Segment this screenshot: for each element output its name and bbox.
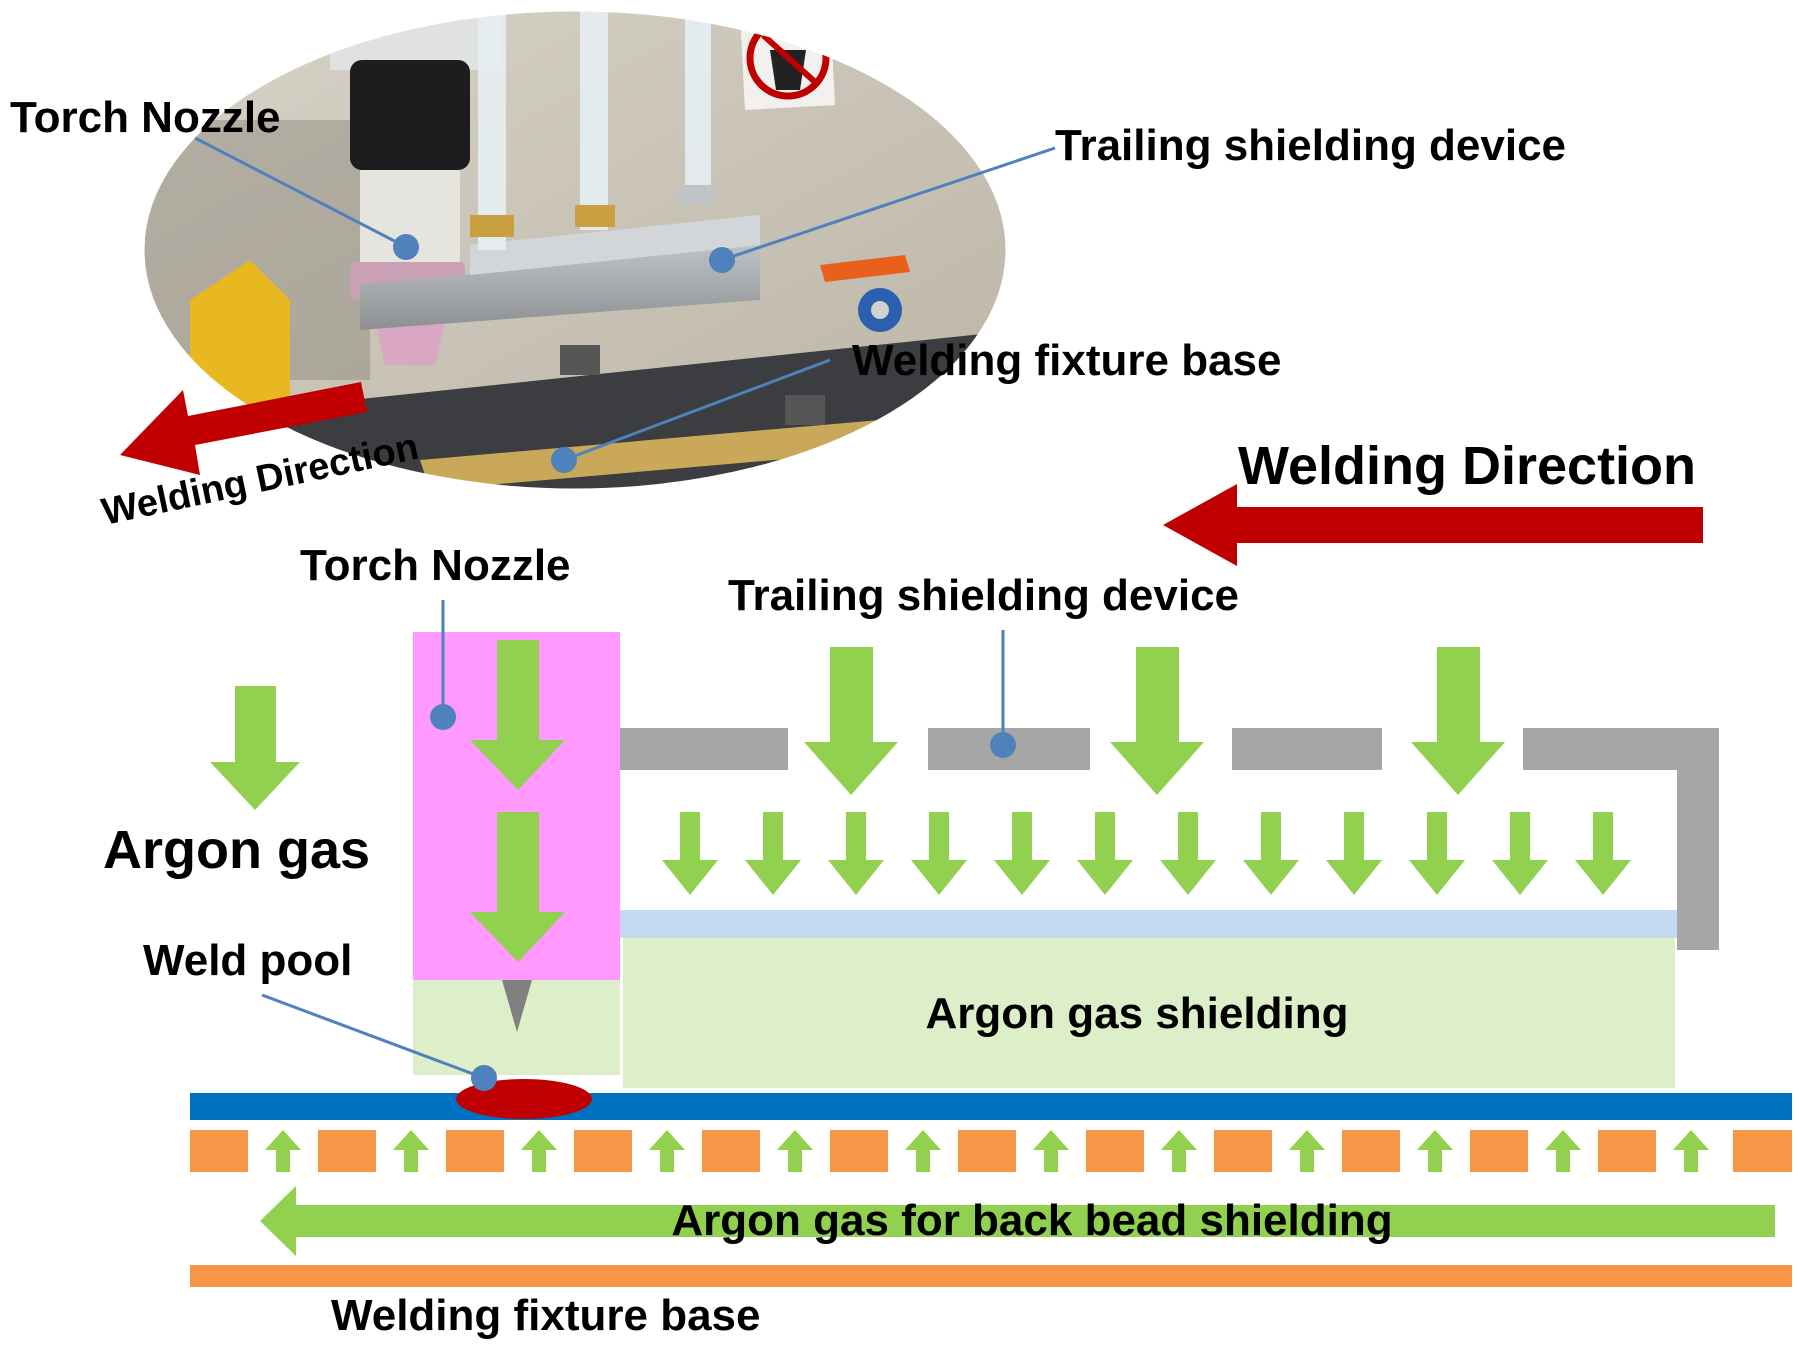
photo-illustration — [143, 10, 1007, 490]
weld-pool-dot — [471, 1065, 497, 1091]
fixture-block — [190, 1130, 248, 1172]
photo-torch-nozzle-label: Torch Nozzle — [10, 93, 281, 142]
argon-arrow — [1492, 812, 1548, 895]
fixture-row — [190, 1130, 1792, 1172]
argon-arrow — [1575, 812, 1631, 895]
back-argon-arrow — [265, 1130, 301, 1172]
schematic-direction-label: Welding Direction — [1238, 436, 1696, 496]
back-argon-arrow — [1161, 1130, 1197, 1172]
schematic-trailing-device-label: Trailing shielding device — [728, 571, 1239, 620]
schematic-direction-arrow — [1163, 484, 1703, 566]
fixture-block — [958, 1130, 1016, 1172]
fixture-block — [702, 1130, 760, 1172]
fixture-block — [830, 1130, 888, 1172]
photo-direction-arrow — [120, 382, 367, 475]
fixture-block — [1342, 1130, 1400, 1172]
argon-arrow — [662, 812, 718, 895]
weld-pool-label: Weld pool — [143, 936, 352, 985]
back-bead-label: Argon gas for back bead shielding — [671, 1196, 1392, 1245]
back-argon-arrow — [777, 1130, 813, 1172]
photo-fixture-base-label: Welding fixture base — [852, 336, 1282, 385]
weld-pool-leader — [261, 993, 485, 1080]
schematic-torch-dot — [430, 704, 456, 730]
argon-arrow — [1243, 812, 1299, 895]
argon-arrow — [1160, 812, 1216, 895]
fixture-block — [574, 1130, 632, 1172]
photo-torch-leader — [194, 136, 407, 249]
argon-arrows-small — [662, 812, 1631, 895]
argon-arrow — [745, 812, 801, 895]
photo-torch-dot — [393, 234, 419, 260]
argon-arrow — [1110, 647, 1204, 795]
device-bar-3 — [1232, 728, 1382, 770]
schematic-torch-nozzle-label: Torch Nozzle — [300, 541, 571, 590]
photo-trailing-leader — [721, 146, 1056, 262]
back-argon-arrow — [649, 1130, 685, 1172]
back-argon-arrow — [905, 1130, 941, 1172]
fixture-base-strip — [190, 1265, 1792, 1287]
fixture-block — [318, 1130, 376, 1172]
argon-shielding-label: Argon gas shielding — [926, 989, 1349, 1038]
device-end-wall — [1677, 728, 1719, 950]
tungsten-electrode — [502, 980, 532, 1032]
fixture-block — [1214, 1130, 1272, 1172]
fixture-block — [446, 1130, 504, 1172]
photo-frame — [141, 8, 1009, 492]
device-bar-1 — [620, 728, 788, 770]
argon-arrow — [804, 647, 898, 795]
argon-arrow — [911, 812, 967, 895]
argon-arrow — [210, 686, 300, 810]
fixture-block — [1598, 1130, 1656, 1172]
argon-arrow — [470, 812, 565, 962]
argon-arrow — [1077, 812, 1133, 895]
fixture-block — [1086, 1130, 1144, 1172]
back-argon-arrow — [1289, 1130, 1325, 1172]
schematic-fixture-base-label: Welding fixture base — [331, 1291, 761, 1340]
back-argon-arrow — [393, 1130, 429, 1172]
fixture-block — [1470, 1130, 1528, 1172]
argon-arrow — [828, 812, 884, 895]
diffuser-plate — [620, 910, 1677, 938]
argon-arrow — [1326, 812, 1382, 895]
back-argon-arrow — [521, 1130, 557, 1172]
back-argon-arrow — [1673, 1130, 1709, 1172]
argon-arrow — [470, 640, 565, 790]
back-argon-arrow — [1545, 1130, 1581, 1172]
back-bead-argon-arrow — [260, 1186, 1775, 1256]
photo-fixture-dot — [551, 447, 577, 473]
argon-arrows-large — [210, 640, 1505, 962]
argon-shielding-zone — [623, 938, 1675, 1088]
photo-trailing-device-label: Trailing shielding device — [1055, 121, 1566, 170]
argon-gas-label: Argon gas — [103, 820, 370, 880]
photo-fixture-leader — [563, 358, 831, 462]
fixture-block — [1733, 1130, 1792, 1172]
workpiece-plate — [190, 1093, 1792, 1120]
argon-arrow — [1409, 812, 1465, 895]
back-argon-arrow — [1417, 1130, 1453, 1172]
argon-arrow — [994, 812, 1050, 895]
photo-trailing-dot — [709, 247, 735, 273]
back-argon-arrow — [1033, 1130, 1069, 1172]
schematic-trailing-dot — [990, 732, 1016, 758]
argon-arrow — [1411, 647, 1505, 795]
